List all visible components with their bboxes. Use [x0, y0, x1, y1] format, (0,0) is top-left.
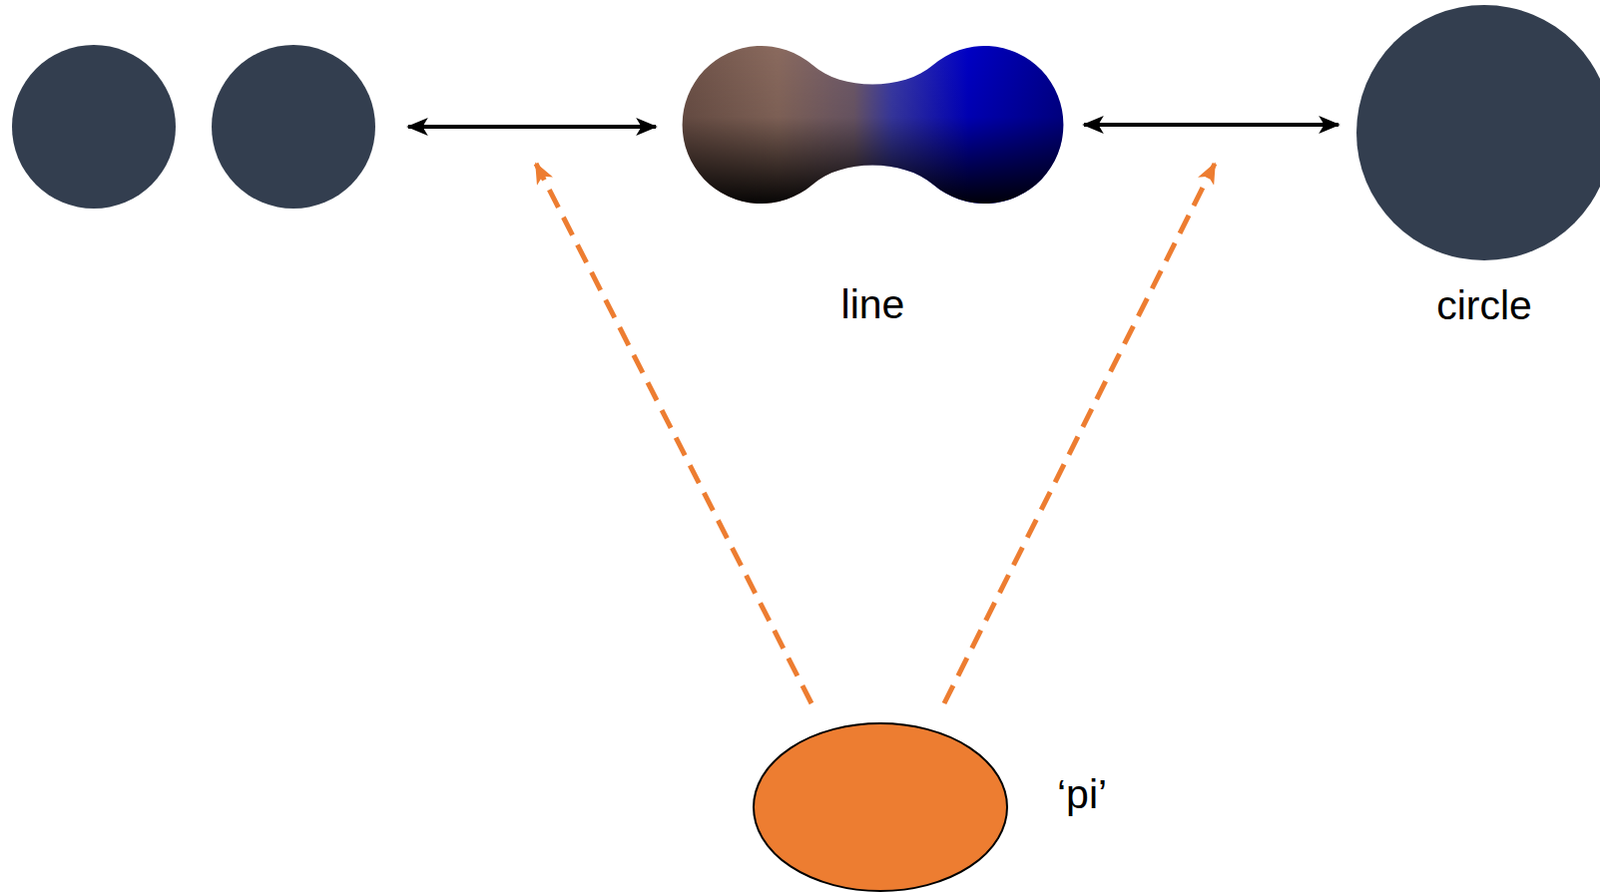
- node-label: ‘pi’: [1057, 771, 1107, 819]
- circle-shape: [1356, 4, 1600, 261]
- dashed-arrow: [535, 163, 812, 704]
- node-label: line: [841, 281, 906, 329]
- double-arrow: [408, 124, 656, 129]
- ellipse-node: ‘pi’: [751, 721, 1107, 892]
- dumbbell-node: line: [681, 45, 1065, 329]
- small-sphere: [11, 44, 176, 209]
- connector-layer: [1083, 124, 1339, 126]
- small-sphere: [211, 44, 376, 209]
- ellipse-shape: [751, 721, 1010, 892]
- double-arrow: [1083, 122, 1339, 127]
- dashed-arrow: [944, 163, 1215, 704]
- dumbbell-shape: [681, 45, 1065, 204]
- circle-node: circle: [1356, 4, 1600, 330]
- node-label: circle: [1436, 282, 1533, 330]
